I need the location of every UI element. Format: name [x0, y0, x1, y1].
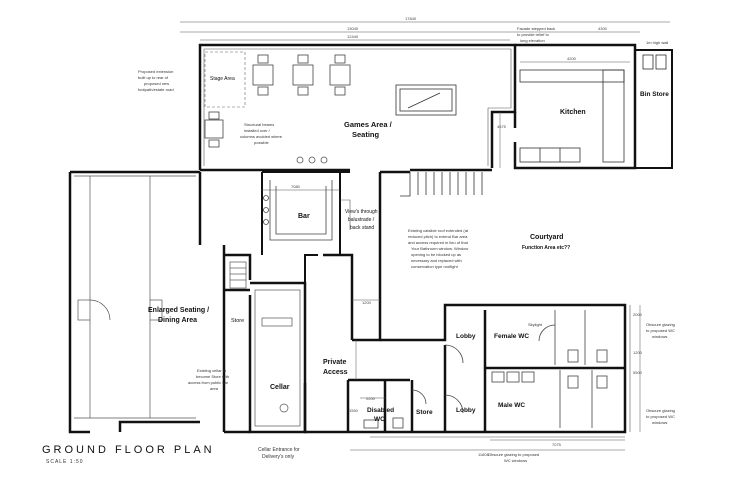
room-label-enlarged-2: Dining Area	[158, 317, 197, 324]
courtyard-fence	[400, 172, 483, 197]
note-views-3: back stand	[350, 225, 374, 231]
dining-tables	[204, 54, 351, 148]
dim-inner-top: 12440	[347, 34, 359, 39]
note-views-1: View's through	[345, 209, 378, 215]
note-roof-2: reduced pitch) to extend Bar area	[408, 234, 468, 239]
games-area-inner-line	[203, 48, 512, 166]
note-cellar-entrance-2: Delivery's only	[262, 454, 295, 460]
room-label-courtyard-1: Courtyard	[530, 234, 563, 241]
dim-top-left: 13040	[347, 26, 359, 31]
room-label-enlarged-1: Enlarged Seating /	[148, 307, 209, 314]
note-obscure-male-3: windows	[652, 420, 667, 425]
room-label-cellar: Cellar	[270, 384, 290, 391]
bar-stools	[296, 156, 328, 164]
dim-top-right: 4300	[598, 26, 608, 31]
room-label-lobby-top: Lobby	[456, 333, 476, 340]
note-roof-5: opening to be blocked up as	[411, 252, 461, 257]
dim-overall: 17840	[405, 16, 417, 21]
note-beams-2: installed over /	[244, 128, 271, 133]
room-label-disabled-1: Disabled	[367, 407, 394, 414]
room-label-store-b: Store	[416, 409, 433, 416]
note-beams-3: columns avoided where	[240, 134, 283, 139]
dimension-lines	[180, 21, 670, 451]
note-cellar-1: Existing cellar to	[197, 368, 227, 373]
dim-right-a: 2000	[633, 312, 643, 317]
dim-bar-width: 7080	[291, 184, 301, 189]
room-label-bar: Bar	[298, 213, 310, 220]
room-label-private-1: Private	[323, 359, 346, 366]
note-obscure-male-2: to proposed WC	[646, 414, 675, 419]
note-cellar-4: area	[210, 386, 219, 391]
drawing-scale: SCALE 1:50	[46, 459, 84, 465]
note-beams-1: Structural beams	[244, 122, 274, 127]
note-extension-1: Proposed extension	[138, 69, 173, 74]
note-obscure-male-1: Obscure glazing	[646, 408, 675, 413]
note-cellar-2: become Store with	[196, 374, 229, 379]
room-label-games-2: Seating	[352, 130, 380, 139]
dim-right-b: 1200	[633, 350, 643, 355]
enlarged-seating-walls	[68, 170, 226, 434]
cellar-stair	[229, 261, 301, 427]
bin-store	[635, 49, 673, 169]
dim-wc-block: 7075	[552, 442, 562, 447]
wc-cubicles	[363, 310, 608, 429]
room-label-games-1: Games Area /	[344, 120, 393, 129]
note-obscure-bottom-2: WC windows	[504, 458, 527, 463]
note-extension-2: built up to rear of	[138, 75, 169, 80]
stage-area-outline	[204, 51, 246, 108]
note-roof-6: necessary and replaced with	[411, 258, 462, 263]
store-cellar-walls	[224, 253, 307, 434]
room-label-stage: Stage Area	[210, 76, 235, 82]
room-label-courtyard-2: Function Area etc??	[522, 245, 570, 251]
enlarged-seating-thin	[74, 175, 196, 419]
note-roof-1: Existing catslide roof extended (at	[408, 228, 469, 233]
pool-table	[395, 84, 457, 116]
room-label-female-wc: Female WC	[494, 333, 529, 340]
note-obscure-female-1: Obscure glazing	[646, 322, 675, 327]
note-cellar-entrance-1: Cellar Entrance for	[258, 447, 300, 453]
dim-disabled-h: 1550	[349, 408, 359, 413]
note-skylight: Skylight	[528, 322, 543, 327]
note-obscure-female-3: windows	[652, 334, 667, 339]
wc-block-walls	[346, 303, 627, 434]
room-label-male-wc: Male WC	[498, 402, 525, 409]
room-label-private-2: Access	[323, 369, 348, 376]
note-bin-height: 1m high wall	[646, 40, 668, 45]
note-obscure-female-2: to proposed WC	[646, 328, 675, 333]
dim-right-c: 5500	[633, 370, 643, 375]
dim-kitchen-width: 4200	[567, 56, 577, 61]
note-facade-2: to provide relief to	[517, 32, 550, 37]
note-views-2: balustrade /	[348, 217, 375, 223]
note-facade-3: long elevation	[520, 38, 545, 43]
dim-bottom-overall: 11808	[478, 452, 490, 457]
note-roof-4: Your Bathroom window. Window	[411, 246, 468, 251]
wc-obscure-glazing	[370, 305, 631, 438]
note-obscure-bottom-1: Obscure glazing to proposed	[488, 452, 539, 457]
note-roof-3: and access required in lieu of that	[408, 240, 469, 245]
games-area-walls	[198, 43, 517, 172]
note-facade-1: Facade stepped back	[517, 26, 555, 31]
dim-courtyard-depth: 4675	[497, 124, 507, 129]
kitchen-walls	[513, 43, 637, 170]
bar-walls	[261, 171, 350, 283]
room-label-bin-store: Bin Store	[640, 91, 669, 98]
kitchen-worktops	[519, 69, 625, 163]
room-label-disabled-2: WC	[374, 416, 385, 423]
note-extension-3: proposed new	[144, 81, 169, 86]
note-extension-4: footpath/estate road	[138, 87, 174, 92]
room-label-store-a: Store	[231, 318, 244, 324]
note-beams-4: possible	[254, 140, 269, 145]
note-cellar-3: access from public bar	[188, 380, 229, 385]
room-label-kitchen: Kitchen	[560, 109, 586, 116]
note-roof-7: conservation type rooflight	[411, 264, 459, 269]
bar-counter	[263, 180, 333, 241]
dim-private-width: 1200	[362, 300, 372, 305]
room-label-lobby-bottom: Lobby	[456, 407, 476, 414]
drawing-title: GROUND FLOOR PLAN	[42, 444, 215, 456]
dim-disabled-w: 2200	[366, 396, 376, 401]
